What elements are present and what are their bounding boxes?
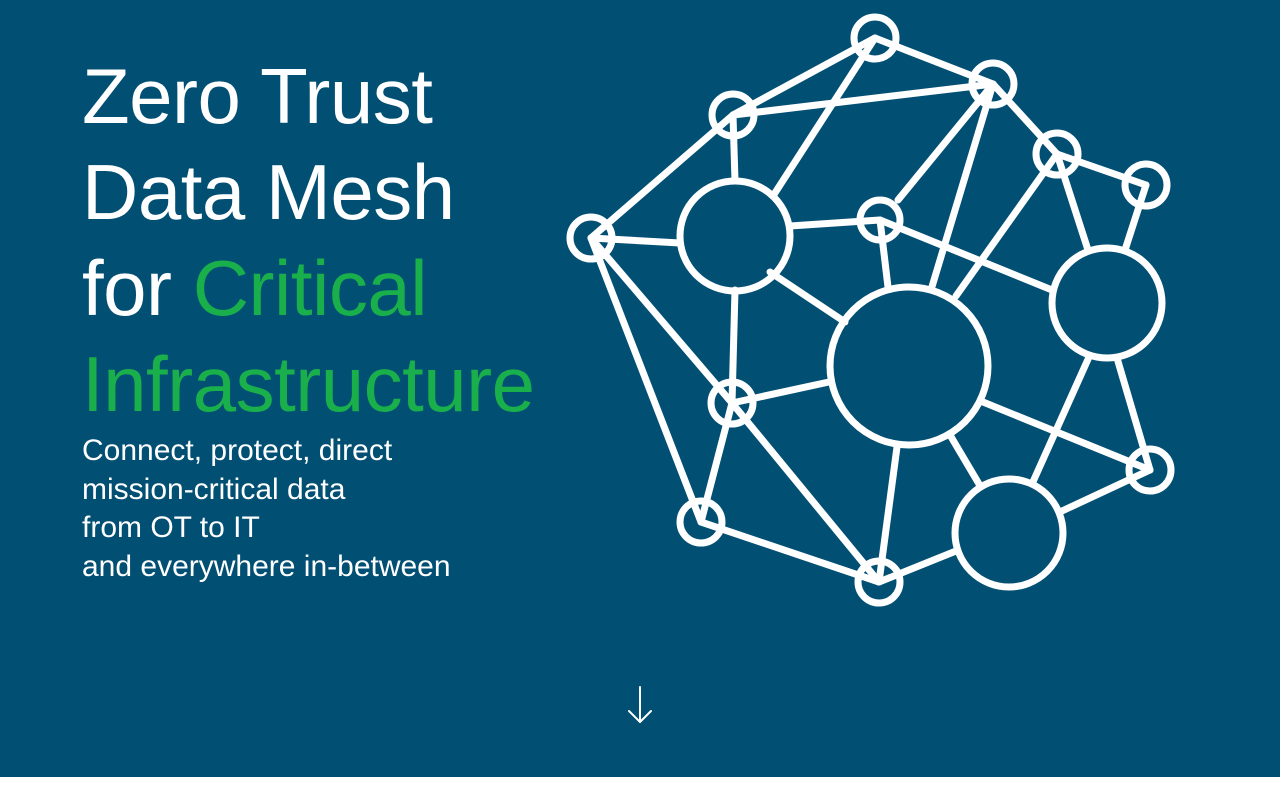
- subtitle-line-3: from OT to IT: [82, 511, 260, 544]
- headline-line-3: for Critical: [82, 240, 535, 336]
- headline-prefix: for: [82, 244, 193, 332]
- headline-line-1: Zero Trust: [82, 52, 433, 140]
- headline-line-2: Data Mesh: [82, 148, 455, 236]
- subtitle-line-2: mission-critical data: [82, 472, 346, 506]
- hero-headline: Zero Trust Data Mesh for Critical Infras…: [82, 48, 535, 432]
- headline-accent-infrastructure: Infrastructure: [82, 340, 535, 428]
- hero-subtitle: Connect, protect, direct mission-critica…: [82, 432, 451, 586]
- subtitle-line-1: Connect, protect, direct: [82, 434, 393, 467]
- arrow-down-icon[interactable]: [620, 682, 660, 728]
- hero-section: Zero Trust Data Mesh for Critical Infras…: [0, 0, 1280, 777]
- page-below-hero: [0, 777, 1280, 800]
- network-mesh-icon: [566, 13, 1175, 607]
- headline-accent-critical: Critical: [192, 244, 428, 332]
- subtitle-line-4: and everywhere in-between: [82, 549, 451, 583]
